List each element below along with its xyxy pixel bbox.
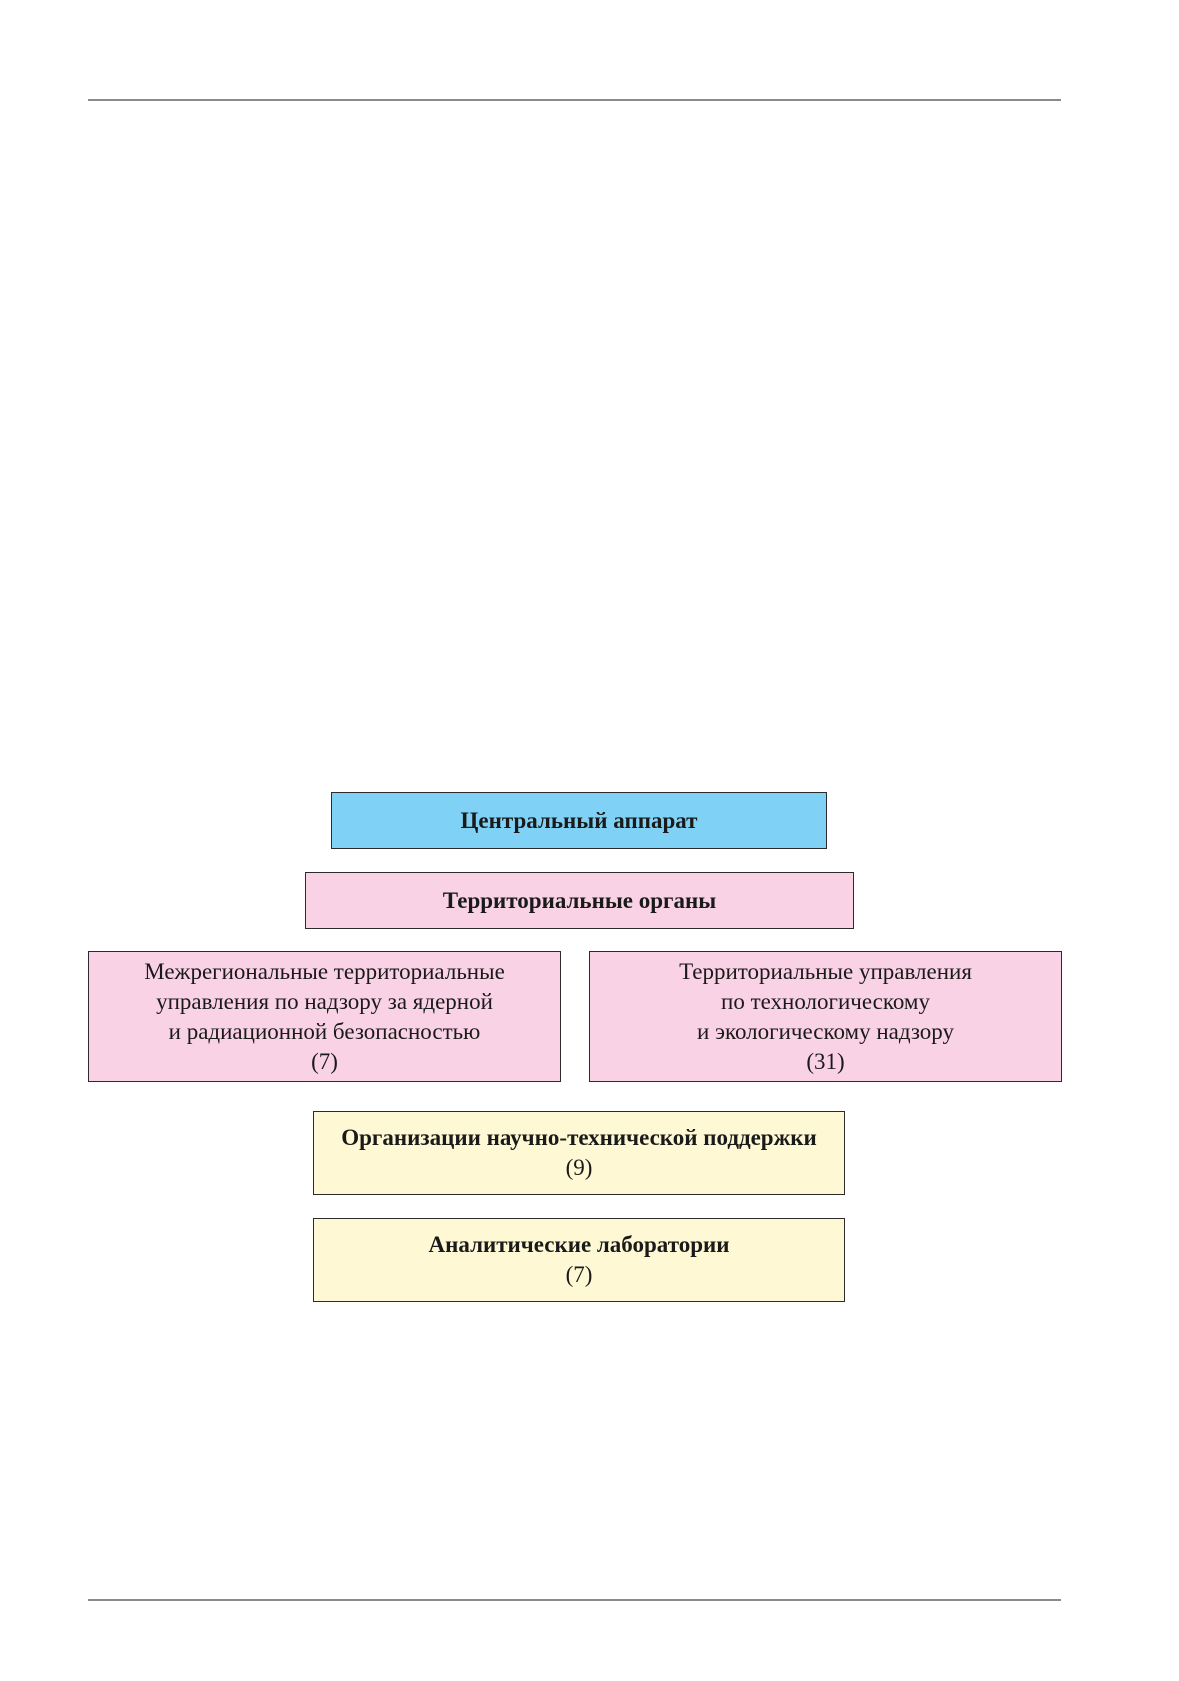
bottom-rule (88, 1599, 1061, 1601)
interregional-line-2: управления по надзору за ядерной (156, 988, 493, 1014)
analytical-labs-count: (7) (565, 1262, 593, 1287)
territorial-bodies-box: Территориальные органы (305, 872, 854, 929)
analytical-labs-title: Аналитические лаборатории (428, 1232, 730, 1257)
central-apparatus-title: Центральный аппарат (460, 807, 698, 833)
territorial-admin-line-1: Территориальные управления (679, 958, 972, 984)
analytical-labs-box: Аналитические лаборатории (7) (313, 1218, 845, 1302)
interregional-line-1: Межрегиональные территориальные (144, 958, 505, 984)
central-apparatus-box: Центральный аппарат (331, 792, 827, 849)
interregional-directorates-box: Межрегиональные территориальные управлен… (88, 951, 561, 1082)
territorial-admin-line-2: по технологическому (721, 988, 930, 1014)
sci-tech-support-title: Организации научно-технической поддержки (341, 1125, 817, 1150)
interregional-count: (7) (311, 1048, 338, 1074)
territorial-admin-line-3: и экологическому надзору (697, 1018, 954, 1044)
territorial-directorates-box: Территориальные управления по технологич… (589, 951, 1062, 1082)
top-rule (88, 99, 1061, 101)
interregional-line-3: и радиационной безопасностью (168, 1018, 481, 1044)
sci-tech-support-count: (9) (565, 1155, 593, 1180)
sci-tech-support-box: Организации научно-технической поддержки… (313, 1111, 845, 1195)
territorial-bodies-title: Территориальные органы (442, 887, 717, 913)
territorial-admin-count: (31) (806, 1048, 845, 1074)
